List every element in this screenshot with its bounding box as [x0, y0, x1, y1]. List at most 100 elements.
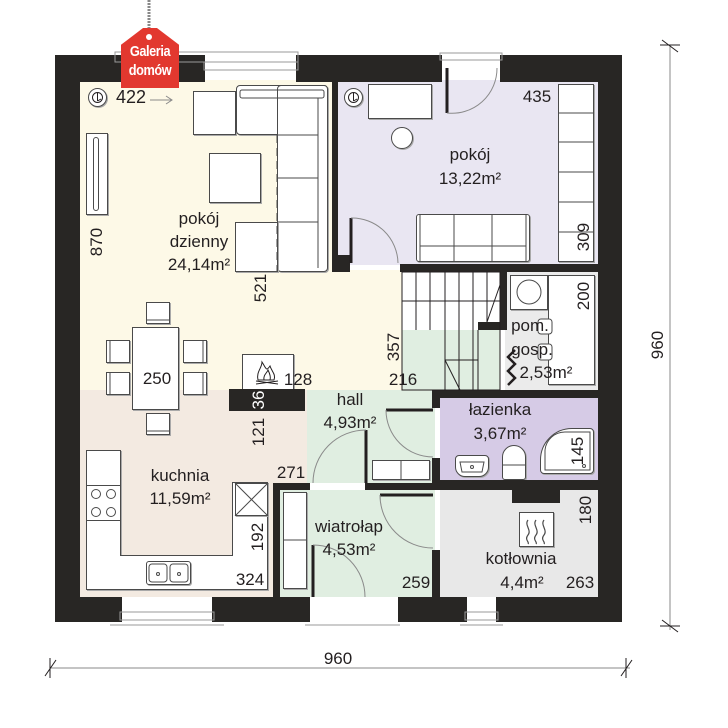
exterior-wall-left [55, 55, 80, 622]
washer-drum [516, 279, 542, 305]
utility-room-name-line1: pom. [511, 316, 549, 335]
sofa-cushions [419, 214, 527, 262]
bathroom-fixtures [459, 431, 591, 473]
partition-living-room [332, 80, 338, 270]
dining-chair [146, 413, 170, 435]
arrow-icon [150, 95, 173, 105]
cabinet-dividers [283, 460, 402, 541]
brand-line1: Galeria [129, 43, 171, 60]
partition-hall-vestibule-right [365, 483, 440, 490]
wardrobe-doors [558, 112, 594, 233]
dimension-357: 357 [384, 332, 403, 362]
dimension-250: 250 [142, 369, 172, 388]
brand-line2: domów [128, 62, 172, 79]
window-boiler-bottom [460, 611, 503, 626]
exterior-wall-bottom-4 [496, 597, 622, 622]
heat-waves-icon [525, 519, 546, 545]
overall-width-label: 960 [323, 649, 353, 668]
window-living-top [114, 51, 299, 71]
entrance-door [311, 544, 366, 598]
dining-chair [183, 340, 207, 363]
toilet [502, 445, 526, 480]
exterior-wall-top-middle [296, 55, 442, 82]
tv-screen [93, 137, 99, 211]
door-hall-vestibule [312, 429, 368, 484]
dimension-line-width [44, 658, 633, 678]
room-area-label: 13,22m² [438, 169, 502, 188]
stove-burners [91, 489, 116, 517]
hall-area-label: 4,93m² [323, 413, 377, 432]
bathroom-name: łazienka [468, 400, 532, 419]
living-room-name-line1: pokój [178, 209, 220, 228]
door-bathroom [385, 408, 434, 458]
living-room-area-extension [335, 270, 402, 390]
boiler-room-area-label: 4,4m² [500, 573, 544, 592]
door-boiler-room [379, 493, 434, 549]
dimension-200: 200 [574, 281, 593, 311]
partition-stairs-landing [478, 322, 507, 330]
stair-treads [401, 271, 501, 391]
sink-bowls [148, 563, 189, 583]
kitchen-name: kuchnia [150, 466, 210, 485]
tag-eyelet [146, 34, 152, 40]
window-kitchen-bottom [110, 611, 224, 626]
hall-name: hall [336, 390, 364, 409]
partition-corner-block [332, 255, 350, 272]
partition-stairs-utility [500, 272, 507, 330]
partition-hall-vestibule-left [273, 483, 310, 490]
dimension-422: 422 [115, 87, 147, 107]
dimension-324: 324 [235, 570, 265, 589]
dimension-128: 128 [283, 370, 313, 389]
corner-sofa-end [235, 222, 278, 272]
dimension-121: 121 [249, 417, 268, 447]
partition-bathroom-top [432, 390, 598, 398]
utility-sockets [537, 318, 553, 361]
dining-chair [183, 372, 207, 395]
dimension-259: 259 [401, 573, 431, 592]
socket-glyph [92, 92, 359, 103]
partition-hall-bathroom-2 [432, 458, 440, 490]
bathroom-area-label: 3,67m² [473, 424, 527, 443]
utility-room-area-label: 2,53m² [519, 363, 573, 382]
dining-table [132, 327, 179, 410]
partition-kitchen-vestibule [273, 483, 280, 597]
door-room-hall [349, 217, 399, 264]
boiler-room-name: kotłownia [485, 549, 557, 568]
exterior-wall-bottom-1 [55, 597, 122, 622]
fire-icon [255, 360, 279, 385]
coffee-table [209, 153, 261, 203]
exterior-wall-bottom-3 [398, 597, 467, 622]
partition-vestibule-boiler [432, 550, 440, 597]
desk-chair [391, 127, 413, 149]
dimension-263: 263 [565, 573, 595, 592]
door-room-top [445, 67, 498, 114]
dimension-271: 271 [276, 463, 306, 482]
utility-shelf [548, 275, 595, 385]
kitchen-sink [146, 561, 191, 585]
vestibule-name: wiatrołap [314, 517, 384, 536]
dimension-192: 192 [248, 522, 267, 552]
chair-backs [109, 319, 204, 432]
dimension-435: 435 [522, 87, 552, 106]
chimney [229, 389, 305, 411]
desk [368, 84, 432, 119]
living-room-name-line2: dzienny [169, 232, 229, 251]
vestibule-area-label: 4,53m² [322, 540, 376, 559]
partition-bathroom-boiler [440, 480, 598, 490]
living-room-area-label: 24,14m² [167, 255, 231, 274]
exterior-wall-right [598, 55, 622, 622]
kitchen-area-label: 11,59m² [149, 489, 211, 508]
partition-hall-bathroom-1 [432, 390, 440, 408]
zigzag-symbol [506, 349, 517, 386]
stove [86, 485, 121, 521]
room-name: pokój [449, 145, 491, 164]
door-frame-room-top [439, 52, 503, 61]
dimension-309: 309 [574, 222, 593, 252]
armchair [193, 91, 236, 135]
exterior-wall-bottom-2 [212, 597, 310, 622]
fireplace [242, 354, 294, 390]
partition-boiler-block [512, 490, 560, 503]
sofa-seams [239, 89, 325, 272]
